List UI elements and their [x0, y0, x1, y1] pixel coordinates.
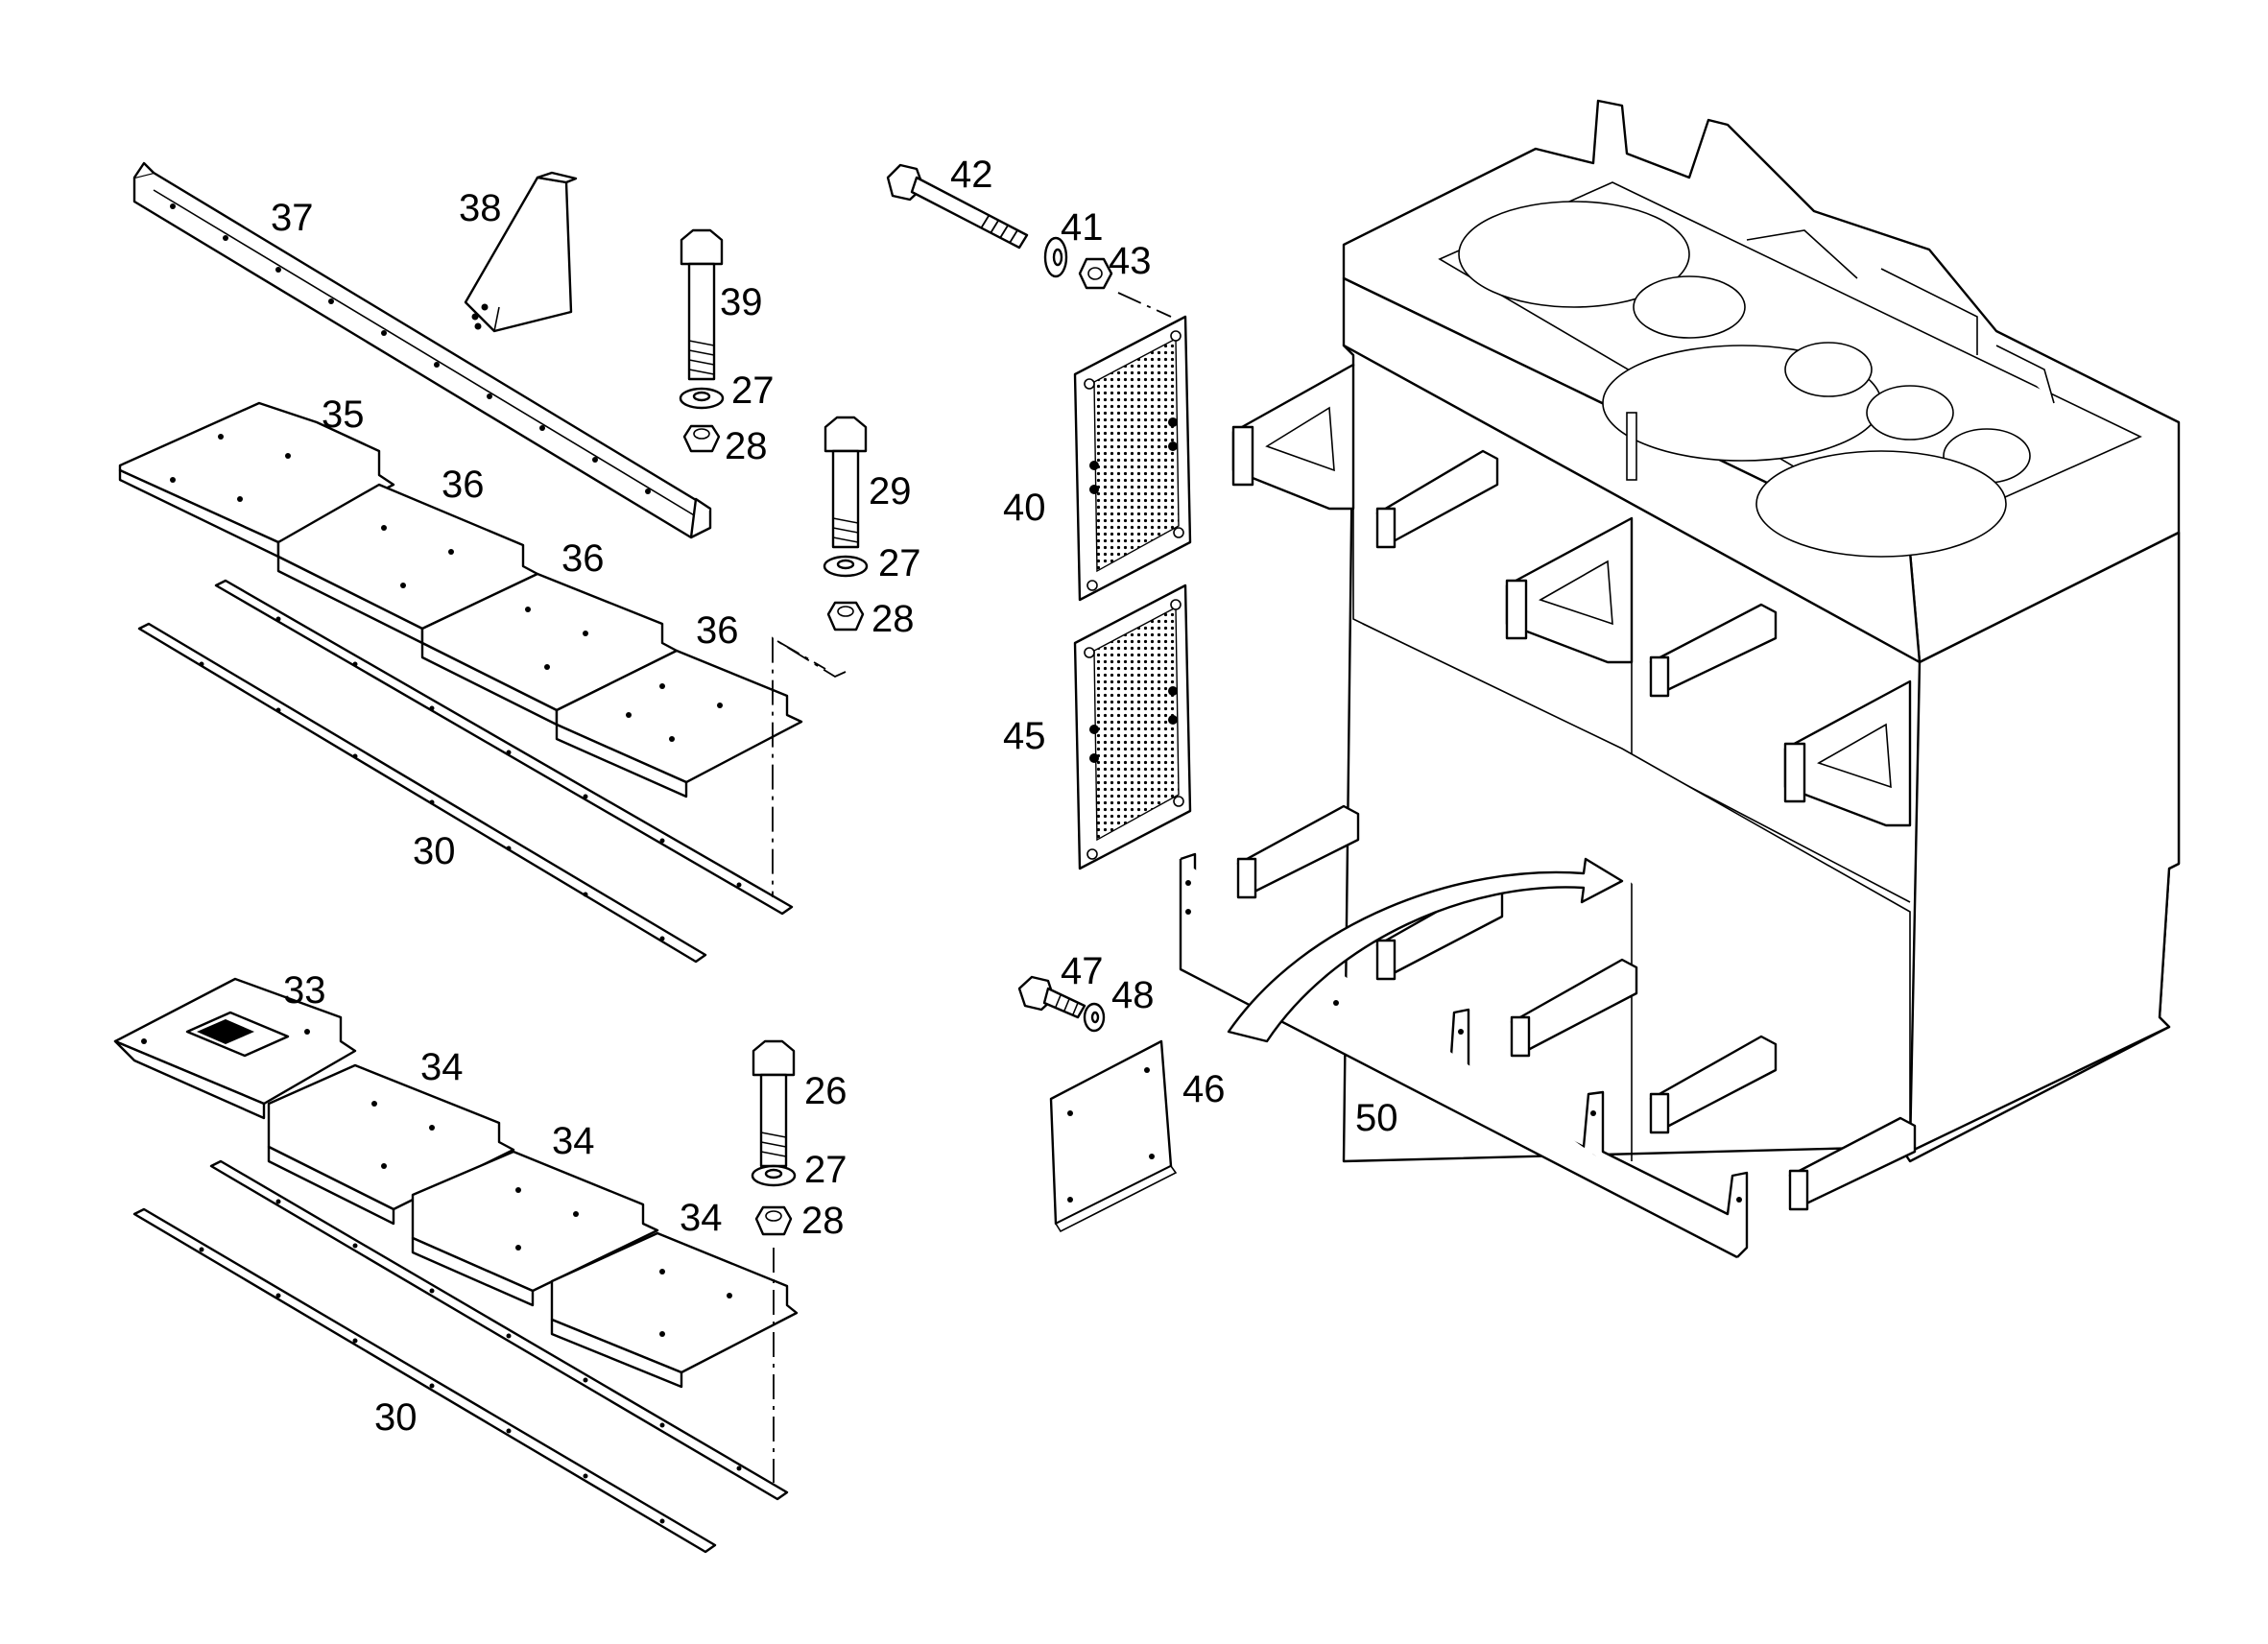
floor-plate-part-36-first	[276, 483, 539, 645]
long-bolt-part-42	[886, 163, 1029, 250]
cover-plate-part-46	[1049, 1039, 1178, 1233]
callout-27-middle: 27	[878, 542, 921, 584]
washer-part-48	[1083, 1002, 1106, 1033]
callout-45: 45	[1003, 715, 1046, 757]
hex-bolt-part-39	[680, 228, 724, 381]
callout-36-third: 36	[696, 609, 739, 652]
floor-plate-part-34-third	[550, 1231, 799, 1389]
callout-50: 50	[1355, 1097, 1398, 1139]
gusset-bracket-part-38	[464, 171, 578, 333]
nut-part-28-upper	[682, 424, 721, 453]
floor-plate-part-36-second	[420, 572, 679, 727]
callout-28-middle: 28	[871, 598, 915, 640]
bolt-centerline-42	[1117, 292, 1172, 318]
callout-28-lower: 28	[801, 1200, 845, 1242]
frame-arm-brackets	[1236, 449, 1917, 1211]
callout-27-upper: 27	[731, 369, 775, 412]
nut-part-28-lower	[754, 1205, 793, 1236]
callout-26: 26	[804, 1070, 848, 1112]
callout-35: 35	[322, 393, 365, 436]
callout-46: 46	[1182, 1068, 1226, 1110]
floor-plate-part-34-second	[411, 1150, 659, 1307]
callout-30-upper: 30	[413, 830, 456, 872]
callout-42: 42	[950, 154, 993, 196]
callout-28-upper: 28	[725, 425, 768, 467]
callout-43: 43	[1109, 240, 1152, 282]
callout-40: 40	[1003, 487, 1046, 529]
callout-36-first: 36	[442, 464, 485, 506]
hex-bolt-part-26	[752, 1039, 796, 1168]
callout-27-lower: 27	[804, 1149, 848, 1191]
flat-bar-part-30-upper-front	[137, 622, 707, 964]
hex-bolt-part-29	[824, 416, 868, 549]
frame-mount-bracket-upper-left	[1231, 363, 1355, 511]
callout-33: 33	[283, 969, 326, 1012]
callout-30-lower: 30	[374, 1396, 418, 1439]
callout-39: 39	[720, 281, 763, 323]
assembly-centerlines-upper	[772, 636, 847, 897]
flat-bar-part-30-lower-front	[132, 1207, 717, 1554]
callout-29: 29	[869, 470, 912, 512]
floor-plate-part-36-third	[555, 649, 803, 798]
insertion-arrow	[1227, 857, 1624, 1043]
bolt-part-47	[1017, 975, 1086, 1019]
floor-plate-part-34-first	[267, 1063, 515, 1226]
callout-37: 37	[271, 197, 314, 239]
flat-bar-part-30-lower-rear	[209, 1159, 789, 1501]
nut-part-43	[1078, 257, 1113, 290]
callout-48: 48	[1111, 974, 1155, 1016]
access-floor-plate-part-33	[113, 977, 357, 1120]
washer-part-27-lower	[751, 1164, 797, 1187]
frame-mount-bracket-middle	[1505, 516, 1634, 664]
flat-bar-part-30-upper-rear	[214, 579, 794, 916]
frame-cabinet-part-50	[1179, 99, 2181, 1259]
floor-plate-part-35	[118, 401, 395, 559]
washer-part-27-upper	[679, 387, 725, 410]
callout-38: 38	[459, 187, 502, 229]
callout-labels: 37 38 39 27 28 35 36 29 27 36 28 36 30 3…	[271, 154, 1398, 1439]
callout-41: 41	[1061, 206, 1104, 249]
callout-34-second: 34	[552, 1120, 595, 1162]
callout-36-second: 36	[561, 537, 605, 580]
washer-part-27-middle	[823, 555, 869, 578]
angle-rail-part-37	[132, 161, 712, 539]
frame-mount-bracket-right	[1783, 679, 1912, 827]
mesh-panel-part-40	[1073, 315, 1192, 602]
callout-47: 47	[1061, 950, 1104, 992]
nut-part-28-middle	[826, 601, 865, 631]
callout-34-third: 34	[680, 1197, 723, 1239]
callout-34-first: 34	[420, 1046, 464, 1088]
mesh-panel-part-45	[1073, 584, 1192, 870]
washer-part-41	[1043, 236, 1068, 278]
